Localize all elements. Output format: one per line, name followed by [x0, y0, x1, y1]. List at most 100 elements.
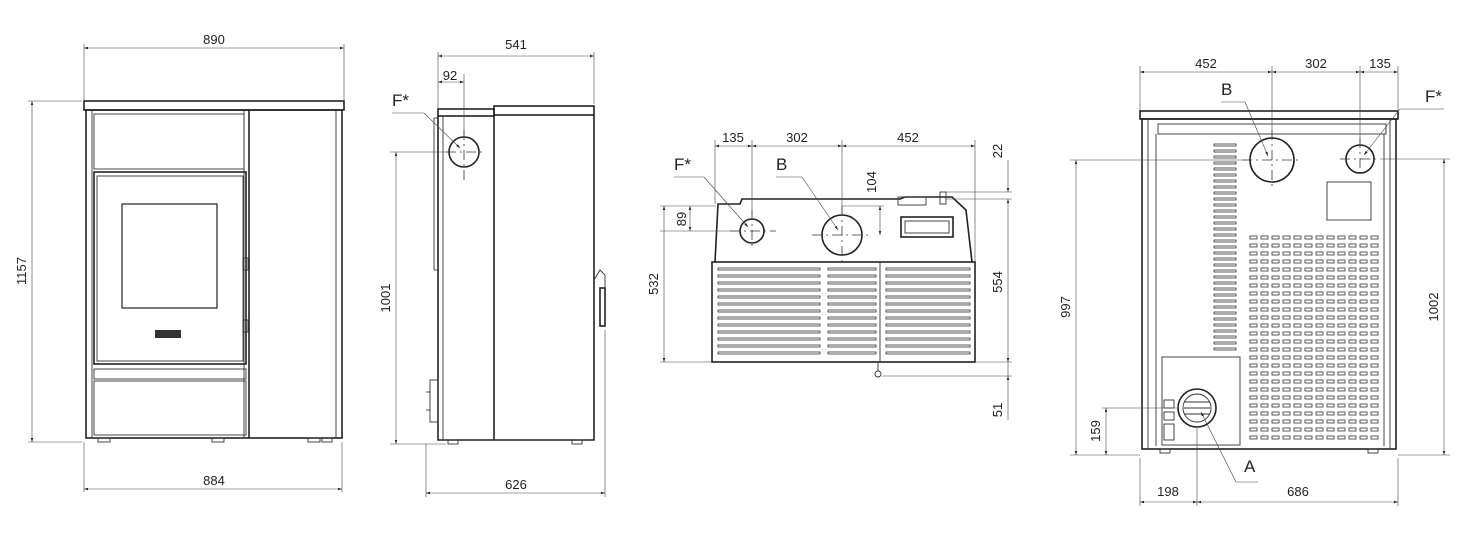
grille-slot: [1315, 419, 1324, 424]
grille-slot: [1282, 435, 1291, 440]
grille-slot: [1337, 403, 1346, 408]
grille-slot: [1213, 197, 1237, 201]
grille-slot: [1271, 259, 1280, 264]
dim-rear-452: 452: [1195, 56, 1217, 71]
grille-slot: [1315, 371, 1324, 376]
grille-slot: [1315, 235, 1324, 240]
dim-rear-198: 198: [1157, 484, 1179, 499]
grille-slot: [1304, 355, 1313, 360]
dim-front-height: 1157: [14, 257, 29, 285]
grille-slot: [1348, 235, 1357, 240]
grille-slot: [1315, 427, 1324, 432]
grille-slot: [1213, 323, 1237, 327]
grille-slot: [1348, 275, 1357, 280]
grille-slot: [1260, 371, 1269, 376]
grille-slot: [1337, 323, 1346, 328]
grille-slot: [1348, 259, 1357, 264]
grille-slot: [1260, 299, 1269, 304]
grille-slot: [1213, 173, 1237, 177]
grille-slot: [1271, 323, 1280, 328]
grille-slot: [1293, 299, 1302, 304]
grille-slot: [1271, 371, 1280, 376]
grille-slot: [1348, 403, 1357, 408]
front-door: [93, 171, 247, 365]
grille-slot: [1213, 221, 1237, 225]
grille-slot: [885, 302, 971, 306]
grille-slot: [1326, 275, 1335, 280]
grille-slot: [827, 267, 877, 271]
grille-slot: [1213, 311, 1237, 315]
rear-label-f: F*: [1425, 87, 1442, 106]
grille-slot: [827, 323, 877, 327]
grille-slot: [1260, 315, 1269, 320]
grille-slot: [1271, 339, 1280, 344]
grille-slot: [1348, 411, 1357, 416]
grille-slot: [1370, 275, 1379, 280]
grille-slot: [1370, 283, 1379, 288]
grille-slot: [1271, 291, 1280, 296]
grille-slot: [1337, 379, 1346, 384]
grille-slot: [1213, 233, 1237, 237]
grille-slot: [1304, 363, 1313, 368]
grille-slot: [1293, 371, 1302, 376]
grille-slot: [1249, 235, 1258, 240]
grille-slot: [1348, 315, 1357, 320]
grille-slot: [1359, 411, 1368, 416]
grille-slot: [1326, 387, 1335, 392]
grille-slot: [1326, 331, 1335, 336]
grille-slot: [1213, 329, 1237, 333]
grille-slot: [1348, 331, 1357, 336]
dim-rear-302: 302: [1305, 56, 1327, 71]
grille-slot: [1282, 347, 1291, 352]
grille-slot: [1315, 403, 1324, 408]
grille-slot: [1260, 419, 1269, 424]
grille-slot: [1370, 387, 1379, 392]
grille-slot: [1293, 275, 1302, 280]
grille-slot: [1359, 387, 1368, 392]
grille-slot: [1359, 291, 1368, 296]
grille-slot: [717, 351, 821, 355]
grille-slot: [1326, 315, 1335, 320]
dim-side-flue-offset: 92: [443, 68, 457, 83]
grille-slot: [1213, 209, 1237, 213]
grille-slot: [1249, 331, 1258, 336]
side-label-f: F*: [392, 91, 409, 110]
grille-slot: [1282, 275, 1291, 280]
side-view: F* 541 92 626 1001: [378, 37, 606, 497]
grille-slot: [1293, 339, 1302, 344]
grille-slot: [827, 302, 877, 306]
grille-slot: [1213, 251, 1237, 255]
dim-side-flue-height: 1001: [378, 284, 393, 313]
grille-slot: [717, 316, 821, 320]
grille-slot: [1213, 227, 1237, 231]
grille-slot: [1282, 291, 1291, 296]
grille-slot: [717, 267, 821, 271]
grille-slot: [1326, 355, 1335, 360]
grille-slot: [1315, 339, 1324, 344]
grille-slot: [1282, 331, 1291, 336]
grille-slot: [1260, 331, 1269, 336]
rear-view: B F* A 452 302 135 997 1002: [1058, 56, 1450, 506]
grille-slot: [1282, 259, 1291, 264]
grille-slot: [1249, 315, 1258, 320]
grille-slot: [1370, 355, 1379, 360]
grille-slot: [1337, 411, 1346, 416]
grille-slot: [1370, 363, 1379, 368]
grille-slot: [1348, 307, 1357, 312]
grille-slot: [1326, 283, 1335, 288]
grille-slot: [1282, 323, 1291, 328]
grille-slot: [1326, 251, 1335, 256]
grille-slot: [1370, 339, 1379, 344]
grille-slot: [1282, 267, 1291, 272]
grille-slot: [1282, 235, 1291, 240]
grille-slot: [1359, 251, 1368, 256]
grille-slot: [1370, 235, 1379, 240]
grille-slot: [885, 337, 971, 341]
front-upper-panel: [93, 113, 245, 170]
grille-slot: [1326, 379, 1335, 384]
grille-slot: [1249, 267, 1258, 272]
grille-slot: [1260, 283, 1269, 288]
grille-slot: [1271, 243, 1280, 248]
dim-side-depth-bottom: 626: [505, 477, 527, 492]
